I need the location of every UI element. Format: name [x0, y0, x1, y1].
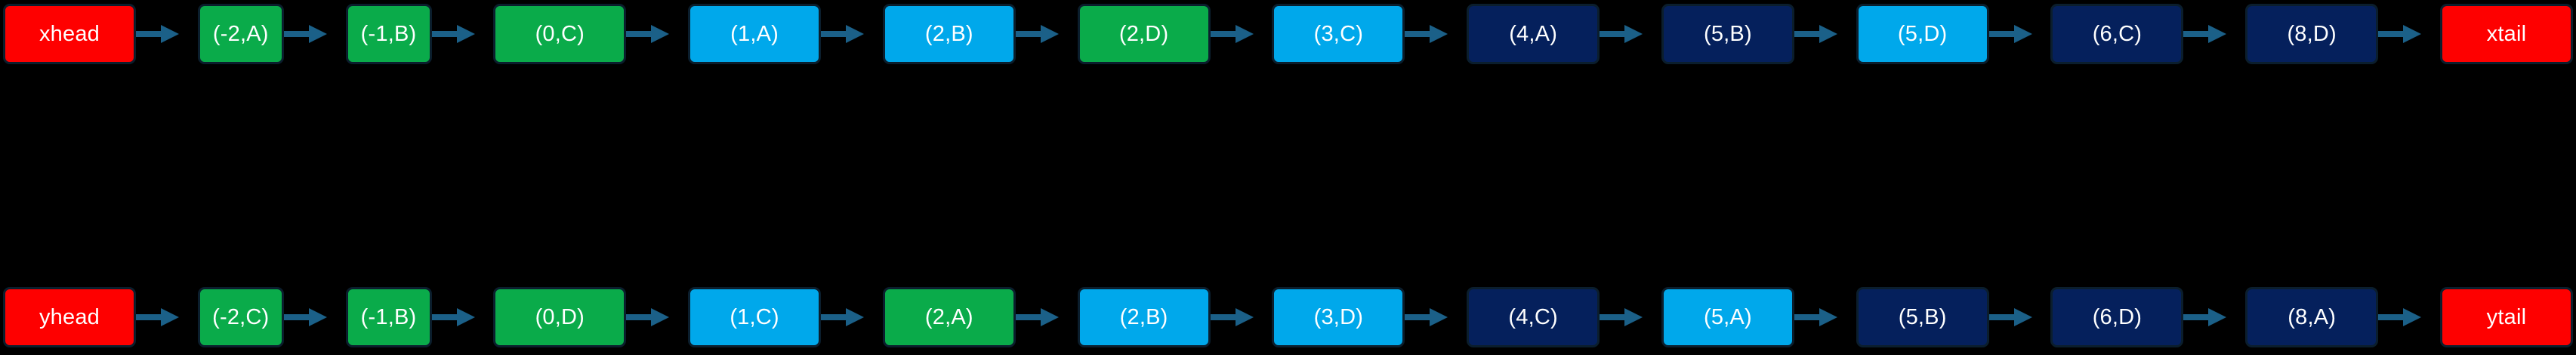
list-node-label: (2,B) [924, 21, 973, 46]
list-node-label: (1,A) [730, 21, 779, 46]
list-node[interactable]: (-2,C) [197, 287, 284, 347]
arrow-right-icon [821, 287, 865, 347]
list-node[interactable]: (8,D) [2245, 4, 2379, 64]
arrow-right-icon [2183, 4, 2227, 64]
list-node-label: (4,A) [1509, 21, 1558, 46]
arrow-right-icon [431, 287, 476, 347]
list-node[interactable]: (3,C) [1272, 4, 1405, 64]
list-node-label: (6,C) [2092, 21, 2143, 46]
arrow-right-icon [2378, 4, 2422, 64]
arrow-right-icon [1405, 287, 1448, 347]
list-node-label: (5,A) [1703, 304, 1752, 329]
list-node[interactable]: (0,C) [493, 4, 627, 64]
arrow-right-icon [1988, 287, 2033, 347]
list-node-label: (2,A) [924, 304, 973, 329]
list-node[interactable]: (4,A) [1467, 4, 1600, 64]
list-node-label: (-2,A) [212, 21, 269, 46]
arrow-right-icon [2183, 287, 2227, 347]
arrow-right-icon [626, 4, 670, 64]
list-node-label: (8,D) [2287, 21, 2337, 46]
list-node[interactable]: (6,D) [2050, 287, 2184, 347]
list-node-label: (5,D) [1897, 21, 1948, 46]
list-node[interactable]: (-1,B) [345, 4, 432, 64]
arrow-right-icon [1600, 287, 1643, 347]
arrow-right-icon [1015, 4, 1060, 64]
arrow-right-icon [431, 4, 476, 64]
arrow-right-icon [1405, 4, 1448, 64]
list-node[interactable]: (5,D) [1856, 4, 1989, 64]
list-node-label: (4,C) [1508, 304, 1558, 329]
list-node[interactable]: ytail [2439, 287, 2573, 347]
chain-y-chain: yhead (-2,C) (-1,B) (0,D) (1,C) (2,A) (2,B) (3,… [0, 286, 2576, 349]
list-node[interactable]: (5,B) [1856, 287, 1989, 347]
list-node-label: (8,A) [2288, 304, 2337, 329]
arrow-right-icon [1794, 4, 1838, 64]
list-node[interactable]: (1,C) [688, 287, 822, 347]
list-node-label: (3,D) [1313, 304, 1364, 329]
list-node-label: (6,D) [2092, 304, 2143, 329]
arrow-right-icon [1015, 287, 1060, 347]
arrow-right-icon [1988, 4, 2033, 64]
arrow-right-icon [136, 287, 180, 347]
arrow-right-icon [2378, 287, 2422, 347]
list-node-label: (5,B) [1703, 21, 1752, 46]
list-node-label: (-1,B) [360, 21, 417, 46]
list-node[interactable]: xhead [3, 4, 136, 64]
list-node-label: (-2,C) [212, 304, 270, 329]
list-node[interactable]: (2,A) [882, 287, 1016, 347]
list-node[interactable]: (-2,A) [197, 4, 284, 64]
list-node-label: (0,C) [535, 21, 585, 46]
list-node-label: (5,B) [1898, 304, 1947, 329]
list-node-label: (1,C) [730, 304, 779, 329]
list-node[interactable]: (5,A) [1661, 287, 1794, 347]
list-node-label: (3,C) [1313, 21, 1364, 46]
list-node-label: (2,D) [1118, 21, 1169, 46]
list-node[interactable]: (4,C) [1467, 287, 1600, 347]
list-node[interactable]: (3,D) [1272, 287, 1405, 347]
list-node[interactable]: (2,B) [1077, 287, 1211, 347]
list-node-label: (2,B) [1119, 304, 1168, 329]
list-node[interactable]: (2,B) [882, 4, 1016, 64]
list-node[interactable]: (5,B) [1661, 4, 1794, 64]
chain-x-chain: xhead (-2,A) (-1,B) (0,C) (1,A) (2,B) (2,D) (3,… [0, 2, 2576, 66]
list-node[interactable]: yhead [3, 287, 136, 347]
list-node[interactable]: xtail [2439, 4, 2573, 64]
list-node[interactable]: (0,D) [493, 287, 627, 347]
list-node-label: xhead [39, 21, 100, 46]
list-node-label: yhead [39, 304, 100, 329]
arrow-right-icon [626, 287, 670, 347]
arrow-right-icon [1600, 4, 1643, 64]
list-node-label: ytail [2486, 304, 2527, 329]
list-node[interactable]: (6,C) [2050, 4, 2184, 64]
list-node-label: (-1,B) [360, 304, 417, 329]
arrow-right-icon [283, 287, 328, 347]
arrow-right-icon [1210, 4, 1254, 64]
arrow-right-icon [1794, 287, 1838, 347]
list-node-label: (0,D) [535, 304, 585, 329]
list-node[interactable]: (1,A) [688, 4, 822, 64]
list-node-label: xtail [2486, 21, 2527, 46]
list-node[interactable]: (-1,B) [345, 287, 432, 347]
arrow-right-icon [821, 4, 865, 64]
list-node[interactable]: (8,A) [2245, 287, 2379, 347]
arrow-right-icon [283, 4, 328, 64]
arrow-right-icon [1210, 287, 1254, 347]
arrow-right-icon [136, 4, 180, 64]
list-node[interactable]: (2,D) [1077, 4, 1211, 64]
